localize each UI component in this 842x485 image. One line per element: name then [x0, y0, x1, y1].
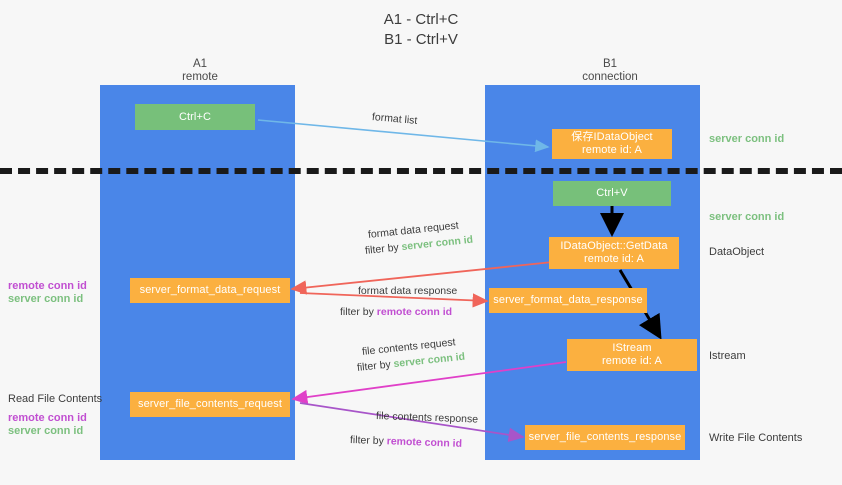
page-title: A1 - Ctrl+C B1 - Ctrl+V: [383, 11, 459, 48]
label-server-conn-id-mid: server conn id: [709, 211, 785, 223]
box-istream-line2: remote id: A: [602, 355, 662, 367]
caption-filter-value-2: remote conn id: [376, 306, 453, 318]
caption-filter-prefix-1: filter by: [364, 241, 403, 257]
box-server-format-data-request-label: server_format_data_request: [139, 284, 281, 296]
box-server-file-contents-response-label: server_file_contents_response: [528, 431, 682, 443]
box-idataobject-getdata[interactable]: IDataObject::GetData remote id: A: [549, 237, 679, 269]
caption-file-contents-response: file contents response: [375, 410, 479, 426]
box-server-file-contents-response[interactable]: server_file_contents_response: [525, 425, 685, 450]
label-server-conn-id-1: server conn id: [8, 293, 84, 305]
box-save-idataobject-line2: remote id: A: [582, 144, 642, 156]
box-server-format-data-response[interactable]: server_format_data_response: [489, 288, 647, 313]
caption-filter-prefix-2: filter by: [340, 306, 377, 318]
box-getdata-line1: IDataObject::GetData: [560, 240, 668, 252]
box-getdata-line2: remote id: A: [584, 253, 644, 265]
lane-header-a1: A1 remote: [182, 58, 218, 83]
caption-filter-prefix-4: filter by: [349, 434, 387, 448]
box-server-format-data-request[interactable]: server_format_data_request: [130, 278, 290, 303]
box-server-format-data-response-label: server_format_data_response: [493, 294, 643, 306]
caption-format-data-response-filter: filter by remote conn id: [340, 305, 452, 319]
box-server-file-contents-request[interactable]: server_file_contents_request: [130, 392, 290, 417]
label-remote-conn-id-1: remote conn id: [8, 280, 87, 292]
box-istream[interactable]: IStream remote id: A: [567, 339, 697, 371]
caption-file-contents-response-filter: filter by remote conn id: [350, 433, 462, 451]
label-write-file-contents: Write File Contents: [709, 432, 803, 444]
label-istream: Istream: [709, 350, 746, 362]
label-remote-conn-id-2: remote conn id: [8, 412, 87, 424]
caption-filter-prefix-3: filter by: [356, 358, 395, 374]
box-ctrl-v-label: Ctrl+V: [596, 187, 628, 199]
label-server-conn-id-2: server conn id: [8, 425, 84, 437]
label-dataobject: DataObject: [709, 246, 765, 258]
box-ctrl-v[interactable]: Ctrl+V: [553, 181, 671, 206]
box-ctrl-c-label: Ctrl+C: [178, 110, 212, 123]
box-server-file-contents-request-label: server_file_contents_request: [137, 398, 283, 410]
lane-header-b1: B1 connection: [582, 58, 638, 83]
box-ctrl-c[interactable]: Ctrl+C: [135, 104, 255, 130]
box-save-idataobject-line1: 保存IDataObject: [571, 131, 653, 143]
caption-format-data-response: format data response: [358, 285, 458, 297]
label-server-conn-id-top: server conn id: [709, 133, 785, 145]
box-istream-line1: IStream: [612, 342, 652, 354]
caption-filter-value-4: remote conn id: [386, 435, 463, 450]
label-read-file-contents: Read File Contents: [8, 393, 103, 405]
phase-divider: [0, 168, 842, 174]
caption-format-list: format list: [371, 111, 418, 127]
box-save-idataobject[interactable]: 保存IDataObject remote id: A: [552, 129, 672, 159]
